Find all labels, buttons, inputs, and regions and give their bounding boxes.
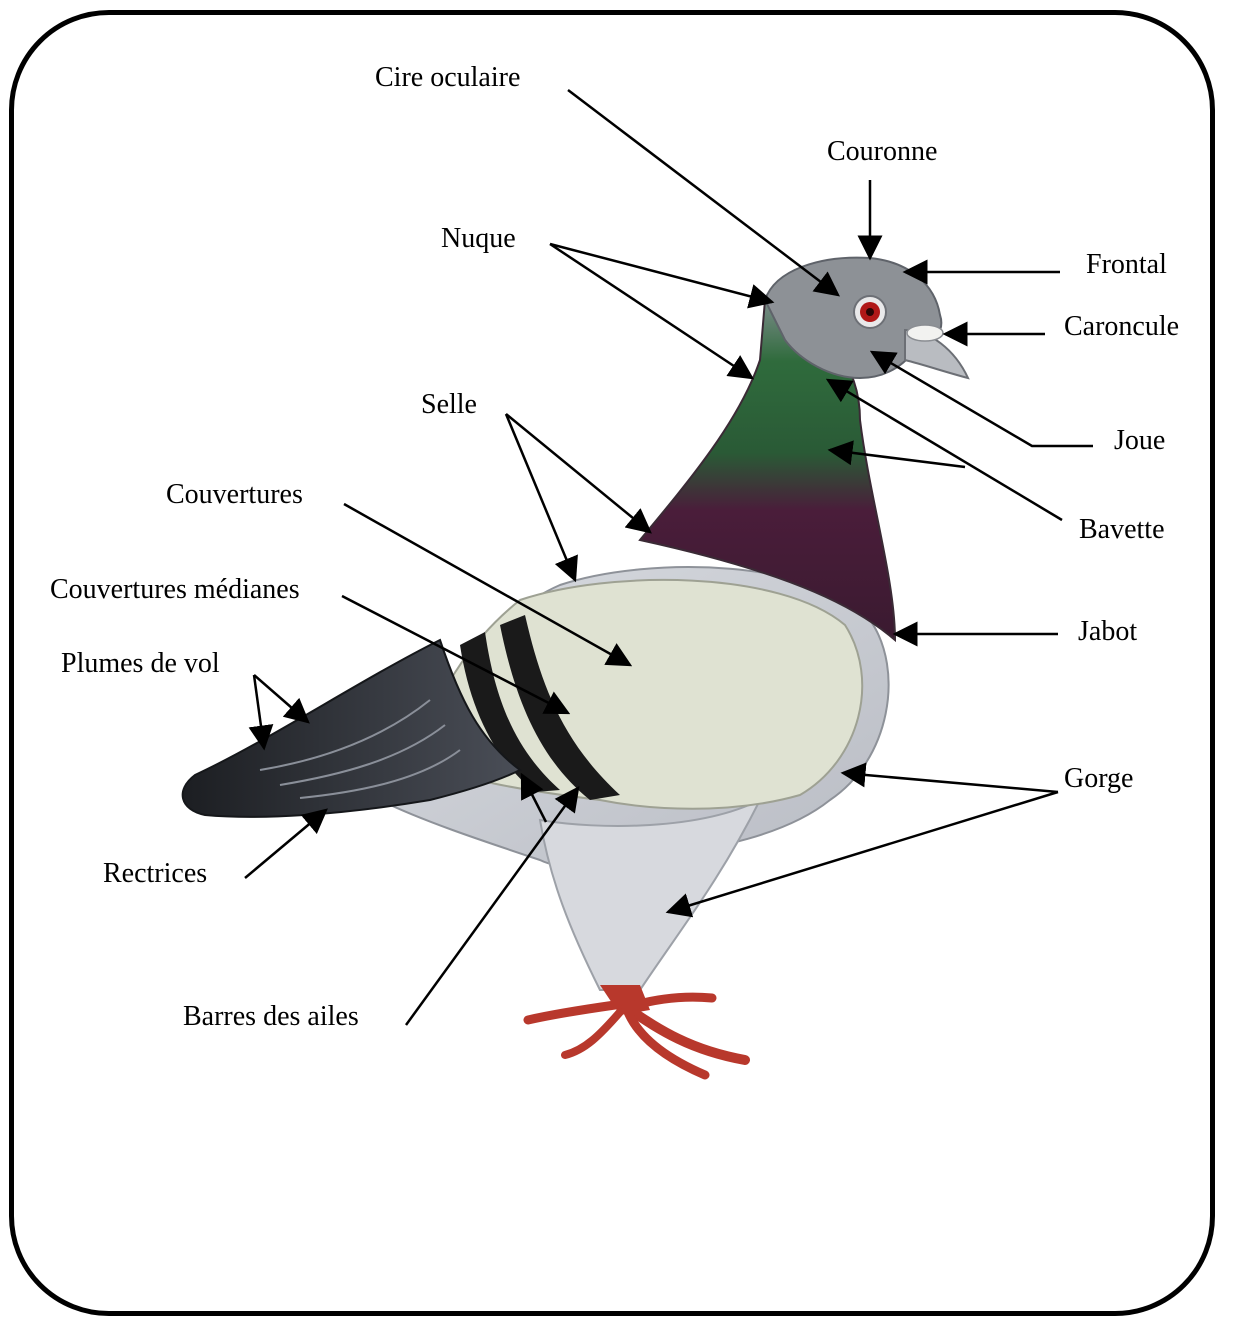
label-barres-des-ailes: Barres des ailes [183, 1001, 359, 1033]
label-rectrices: Rectrices [103, 858, 207, 890]
label-caroncule: Caroncule [1064, 311, 1179, 343]
label-jabot: Jabot [1078, 616, 1137, 648]
label-selle: Selle [421, 389, 477, 421]
label-nuque: Nuque [441, 223, 516, 255]
label-gorge: Gorge [1064, 763, 1133, 795]
label-couvertures-medianes: Couvertures médianes [50, 574, 300, 606]
label-couvertures: Couvertures [166, 479, 303, 511]
label-joue: Joue [1114, 425, 1165, 457]
label-frontal: Frontal [1086, 249, 1167, 281]
label-couronne: Couronne [827, 136, 937, 168]
label-bavette: Bavette [1079, 514, 1165, 546]
label-plumes-de-vol: Plumes de vol [61, 648, 220, 680]
label-cire-oculaire: Cire oculaire [375, 62, 520, 94]
